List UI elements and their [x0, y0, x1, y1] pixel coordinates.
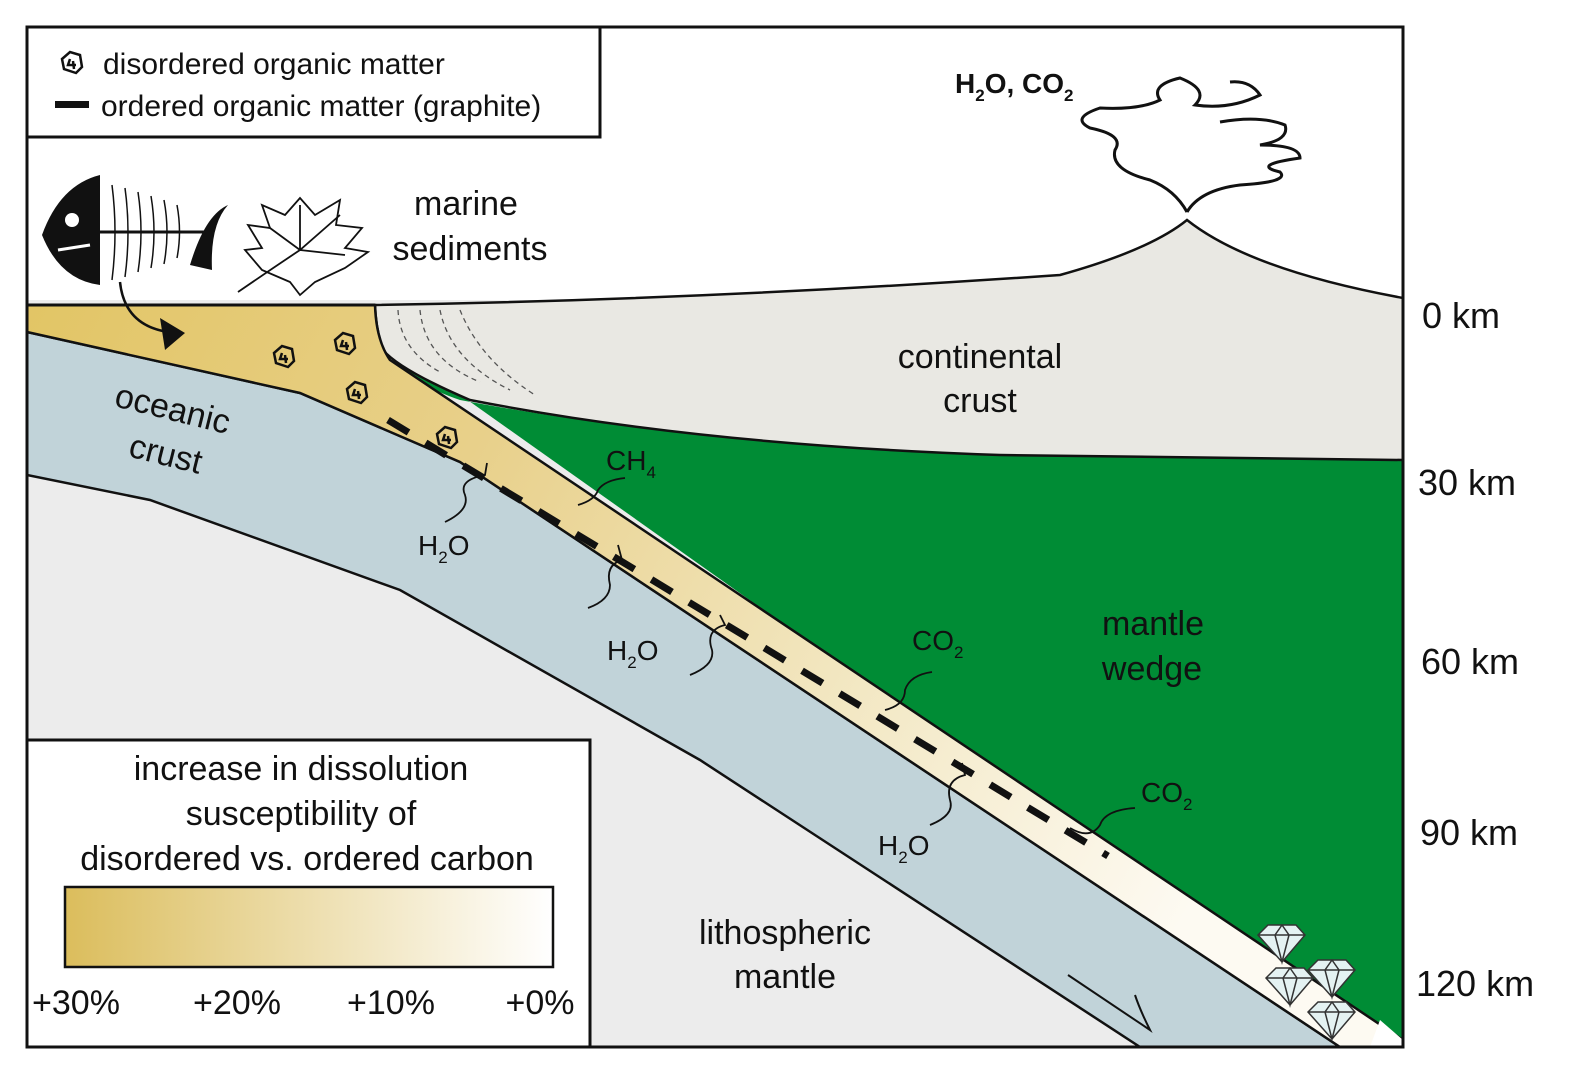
label-marine: marine [414, 185, 518, 223]
fish-skeleton-icon [42, 175, 228, 285]
depth-label: 0 km [1422, 295, 1500, 336]
disordered-organic-matter-icon [60, 50, 84, 75]
label-h2o: H2O [607, 635, 658, 672]
label-mantle: mantle [1102, 605, 1204, 643]
graphite-dash-icon [55, 101, 89, 108]
gradient-color-bar [63, 885, 555, 969]
legend-item-label: disordered organic matter [103, 48, 445, 81]
label-lithospheric: lithospheric [699, 914, 871, 952]
label-co2: CO2 [1141, 777, 1192, 814]
depth-label: 60 km [1421, 641, 1519, 682]
diamond-icons [1256, 923, 1356, 1042]
continental-crust [373, 218, 1405, 462]
legend-title-line: susceptibility of [186, 795, 417, 833]
legend-title-line: disordered vs. ordered carbon [80, 840, 534, 878]
legend-title-line: increase in dissolution [134, 750, 469, 788]
depth-label: 30 km [1418, 462, 1516, 503]
gradient-tick-label: +0% [506, 984, 575, 1022]
fluid-arrows [444, 462, 1136, 835]
label-wedge: wedge [1101, 650, 1202, 688]
maple-leaf-icon [237, 196, 371, 297]
legend-dissolution: increase in dissolution susceptibility o… [25, 738, 592, 1049]
label-lithospheric-mantle: mantle [734, 958, 836, 996]
label-co2: CO2 [912, 625, 963, 662]
gradient-tick-label: +20% [193, 984, 281, 1022]
legend-item-label: ordered organic matter (graphite) [101, 90, 541, 123]
label-volcanic-gas: H2O, CO2 [955, 68, 1074, 105]
deposition-arrowhead [160, 318, 185, 350]
label-h2o: H2O [878, 830, 929, 867]
disordered-organic-matter-icons [272, 331, 459, 450]
label-continental-crust: crust [943, 382, 1017, 420]
gradient-tick-label: +10% [347, 984, 435, 1022]
label-continental: continental [898, 338, 1062, 376]
legend-organic-matter: disordered organic matter ordered organi… [25, 25, 602, 139]
gradient-tick-label: +30% [32, 984, 120, 1022]
accretion-lines [397, 309, 536, 396]
label-ch4: CH4 [606, 445, 656, 482]
slab-edge [1370, 1020, 1403, 1047]
slab-flow-arrow [1067, 974, 1153, 1033]
graphite-dashes [386, 417, 1110, 859]
label-h2o: H2O [418, 530, 469, 567]
depth-label: 120 km [1416, 963, 1534, 1004]
sediment-layer [25, 303, 1405, 1049]
label-sediments: sediments [393, 230, 548, 268]
volcanic-gas-cloud-icon [1080, 76, 1302, 213]
depth-label: 90 km [1420, 812, 1518, 853]
diagram-frame [25, 25, 1405, 1049]
